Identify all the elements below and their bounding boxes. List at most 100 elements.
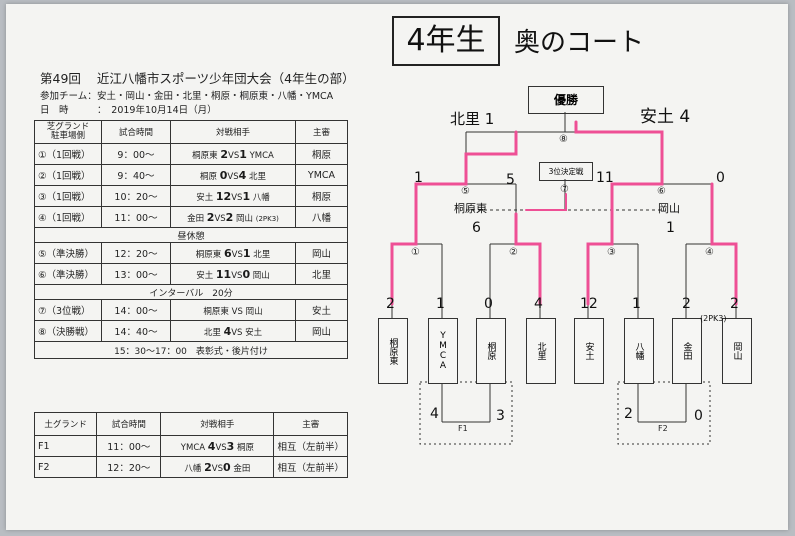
- team-score: 0: [484, 296, 493, 312]
- away-team: 八幡: [252, 192, 270, 203]
- referee-cell: 北里: [295, 263, 348, 285]
- schedule-row: ③（1回戦）10：20～安土 12VS1 八幡桐原: [34, 185, 348, 207]
- col-referee: 主審: [295, 120, 348, 144]
- f1-score-left: 4: [430, 406, 439, 422]
- home-score: 0: [219, 168, 228, 182]
- final-left-score: 北里 1: [450, 110, 495, 128]
- col-opponents: 対戦相手: [170, 120, 296, 144]
- vs-label: VS: [215, 442, 227, 453]
- semi-score-2: 5: [506, 172, 515, 188]
- vs-label: VS: [231, 270, 243, 281]
- winner-path-left: [390, 130, 518, 306]
- f1-dotted-box: [419, 381, 513, 445]
- team-box: 桐原東: [378, 318, 408, 384]
- home-team: 八幡: [184, 463, 202, 474]
- match-cell: 北里 4VS 安土: [170, 320, 296, 342]
- home-team: 桐原東: [192, 150, 218, 161]
- away-score: 0: [242, 267, 251, 281]
- away-team: 金田: [233, 463, 251, 474]
- node-4: ④: [705, 247, 714, 258]
- away-score: 1: [242, 189, 251, 203]
- f2-score-left: 2: [624, 406, 633, 422]
- third-right-team: 岡山: [658, 202, 680, 215]
- date-value: ： 2019年10月14日（月）: [97, 105, 217, 116]
- date-line: 日 時 ： 2019年10月14日（月）: [40, 102, 217, 116]
- node-8: ⑧: [559, 134, 568, 145]
- col-referee: 主審: [273, 412, 348, 436]
- closing-ceremony: 15：30～17：00 表彰式・後片付け: [34, 341, 348, 359]
- away-team: 岡山: [236, 213, 254, 224]
- home-score: 4: [207, 439, 216, 453]
- home-team: 桐原東: [195, 249, 222, 260]
- away-score: 3: [226, 439, 235, 453]
- f1-score-right: 3: [496, 408, 505, 424]
- semi-score-3: 11: [596, 170, 614, 186]
- team-box: 桐原: [476, 318, 506, 384]
- node-7: ⑦: [560, 184, 569, 195]
- teams-label: 参加チーム：: [40, 91, 97, 102]
- team-box: 北里: [526, 318, 556, 384]
- away-score: 1: [242, 246, 251, 260]
- teams-line: 参加チーム： 安土・岡山・金田・北里・桐原・桐原東・八幡・YMCA: [40, 88, 333, 102]
- vs-label: VS: [231, 249, 243, 260]
- team-box: 金田: [672, 318, 702, 384]
- node-1: ①: [411, 247, 420, 258]
- grade-title: 4年生: [392, 16, 500, 66]
- away-score: 1: [239, 147, 247, 161]
- winner-path-right: [574, 120, 664, 306]
- away-score: 4: [238, 168, 247, 182]
- closing-row: 15：30～17：00 表彰式・後片付け: [34, 341, 348, 359]
- home-score: 12: [215, 189, 232, 203]
- schedule-row: ④（1回戦）11：00～金田 2VS2 岡山 (2PK3)八幡: [34, 206, 348, 228]
- final-right-score: 安土 4: [640, 107, 691, 127]
- f2-dotted-box: [617, 381, 711, 445]
- court-name: 奥のコート: [514, 28, 645, 58]
- third-left-team: 桐原東: [454, 202, 487, 215]
- vs-label: VS: [228, 150, 240, 161]
- away-team: 桐原: [237, 442, 255, 453]
- home-score: 2: [206, 210, 215, 224]
- node-2: ②: [509, 247, 518, 258]
- winner-path-r4: [710, 182, 738, 306]
- team-score: 2: [682, 296, 691, 312]
- pk-note: (2PK3): [700, 314, 727, 323]
- home-team: 北里: [203, 327, 221, 338]
- vs-label: VS: [227, 171, 239, 182]
- match-cell: 桐原東 VS 岡山: [170, 299, 296, 321]
- home-score: 11: [215, 267, 232, 281]
- match-cell: YMCA 4VS3 桐原: [160, 435, 275, 457]
- vs-label: VS: [211, 463, 224, 474]
- home-team: 安土: [196, 192, 214, 203]
- team-score: 2: [730, 296, 739, 312]
- third-left-score: 6: [472, 220, 481, 236]
- f2-score-right: 0: [694, 408, 703, 424]
- home-team: 安土: [196, 270, 214, 281]
- f2-label: F2: [658, 424, 668, 433]
- schedule-row: ⑦（3位戦）14：00～桐原東 VS 岡山安土: [34, 299, 348, 321]
- winner-path-r2: [514, 212, 542, 306]
- team-box: 安土: [574, 318, 604, 384]
- winner-path-third: [525, 193, 567, 211]
- away-score: 0: [223, 460, 231, 474]
- edition: 第49回: [40, 71, 81, 86]
- home-team: 桐原東: [203, 306, 229, 317]
- bracket-black-lines: [391, 112, 737, 445]
- teams-list: 安土・岡山・金田・北里・桐原・桐原東・八幡・YMCA: [97, 91, 334, 102]
- team-score: 1: [436, 296, 445, 312]
- away-team: 岡山: [245, 306, 263, 317]
- node-6: ⑥: [657, 186, 666, 197]
- away-team: YMCA: [249, 150, 274, 161]
- team-score: 12: [580, 296, 598, 312]
- home-score: 2: [220, 147, 228, 161]
- home-team: YMCA: [180, 442, 206, 453]
- third-right-score: 1: [666, 220, 675, 236]
- match-cell: 八幡 2VS0 金田: [160, 456, 275, 478]
- home-score: 2: [204, 460, 212, 474]
- winner-path: [390, 120, 738, 306]
- bracket-lines: [390, 112, 738, 445]
- col-ground-1: 芝グランド: [46, 122, 90, 132]
- tournament-sheet: 第49回 近江八幡市スポーツ少年団大会（4年生の部） 参加チーム： 安土・岡山・…: [6, 4, 788, 530]
- team-score: 4: [534, 296, 543, 312]
- champion-box: 優勝: [528, 86, 604, 114]
